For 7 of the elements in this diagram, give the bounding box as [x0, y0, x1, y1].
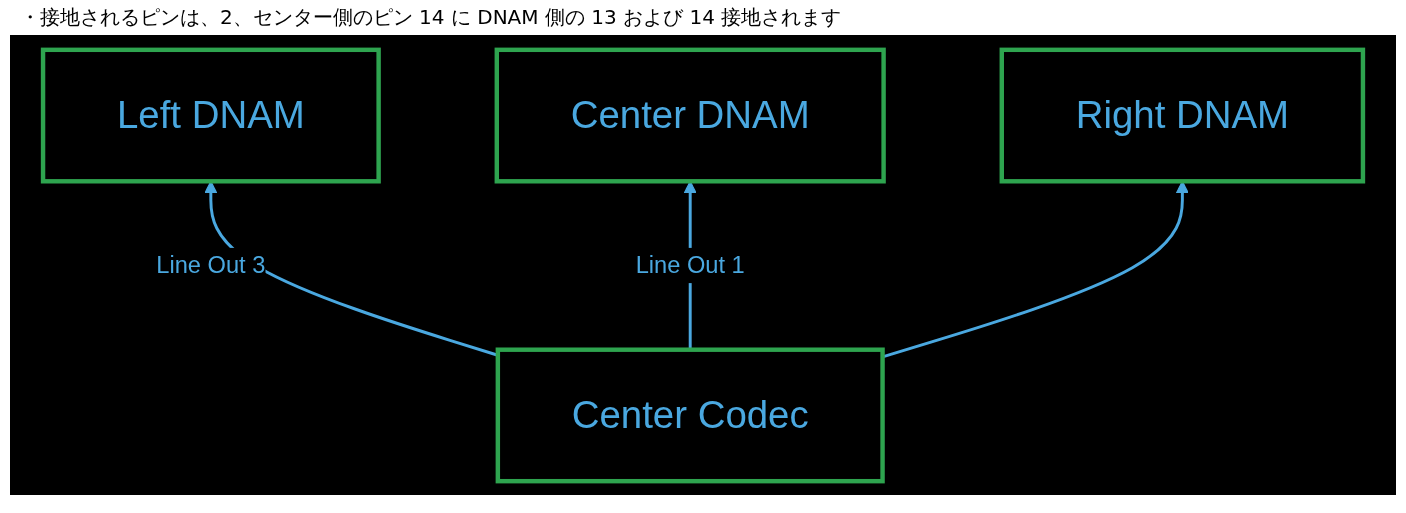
edge-label: Line Out 1	[635, 251, 745, 277]
node-box: Left DNAM	[40, 47, 381, 183]
note-text: ・接地されるピンは、2、センター側のピン 14 に DNAM 側の 13 および 14 接地されます	[19, 4, 843, 31]
node-box: Center DNAM	[494, 47, 886, 183]
node-box: Right DNAM	[999, 47, 1366, 183]
node-box: Center Codec	[495, 347, 885, 483]
edge-label: Line Out 3	[156, 251, 266, 277]
